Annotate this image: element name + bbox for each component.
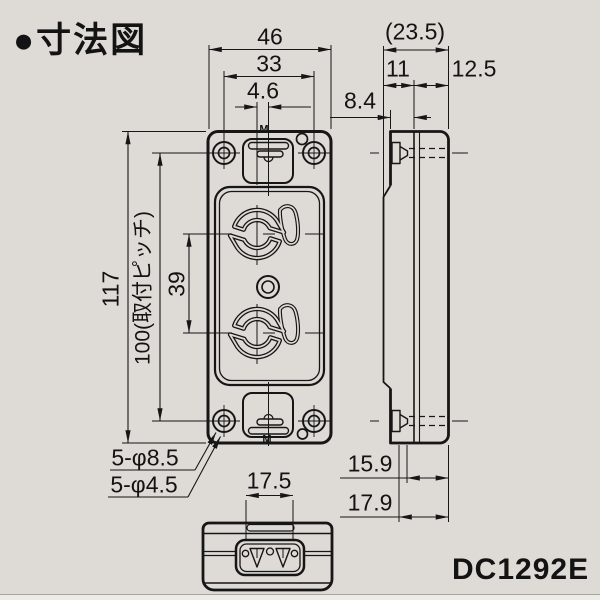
dim-tab-slot-label: 4.6 [247, 77, 279, 104]
dim-screw-pitch-label: 33 [256, 50, 282, 77]
dim-front-depth-label: 11 [386, 55, 410, 82]
mold-mark-top: M [259, 123, 269, 136]
side-screw-top [370, 141, 468, 165]
front-bottom-tab [242, 392, 294, 438]
dim-total-depth-ref-label: (23.5) [384, 18, 446, 45]
dim-outlet-pitch-label: 39 [163, 271, 190, 297]
dim-body-depth-label: 15.9 [347, 450, 393, 477]
dim-connector-width-label: 17.5 [246, 467, 292, 494]
side-screw-bottom [370, 409, 468, 433]
bottom-view [201, 521, 334, 592]
side-view [370, 130, 468, 445]
small-hole-bottom [296, 428, 309, 440]
mounting-holes-label: 5-φ4.5 [110, 471, 178, 498]
dimension-lines [108, 46, 449, 520]
mounting-screw-holes [208, 137, 330, 437]
dim-overall-depth-label: 17.9 [347, 489, 393, 516]
model-number: DC1292E [452, 553, 590, 586]
front-top-tab [242, 138, 294, 184]
dim-overall-height-label: 117 [97, 270, 124, 308]
page-title: ●寸法図 [13, 21, 148, 60]
dim-overall-width-label: 46 [257, 23, 283, 50]
counterbore-holes-label: 5-φ8.5 [111, 444, 179, 471]
twist-lock-outlet-top [183, 204, 325, 265]
dim-mounting-pitch-label: 100(取付ピッチ) [131, 210, 155, 366]
wire-connector [234, 538, 306, 577]
dim-step-depth-label: 8.4 [344, 87, 376, 114]
page-edge-strip [0, 594, 600, 600]
front-view [183, 130, 333, 445]
small-hole-top [295, 132, 309, 146]
dim-rear-depth-label: 12.5 [451, 55, 497, 82]
center-hole [256, 275, 280, 299]
mold-mark-bottom: M [262, 433, 272, 446]
twist-lock-outlet-bottom [183, 303, 325, 364]
